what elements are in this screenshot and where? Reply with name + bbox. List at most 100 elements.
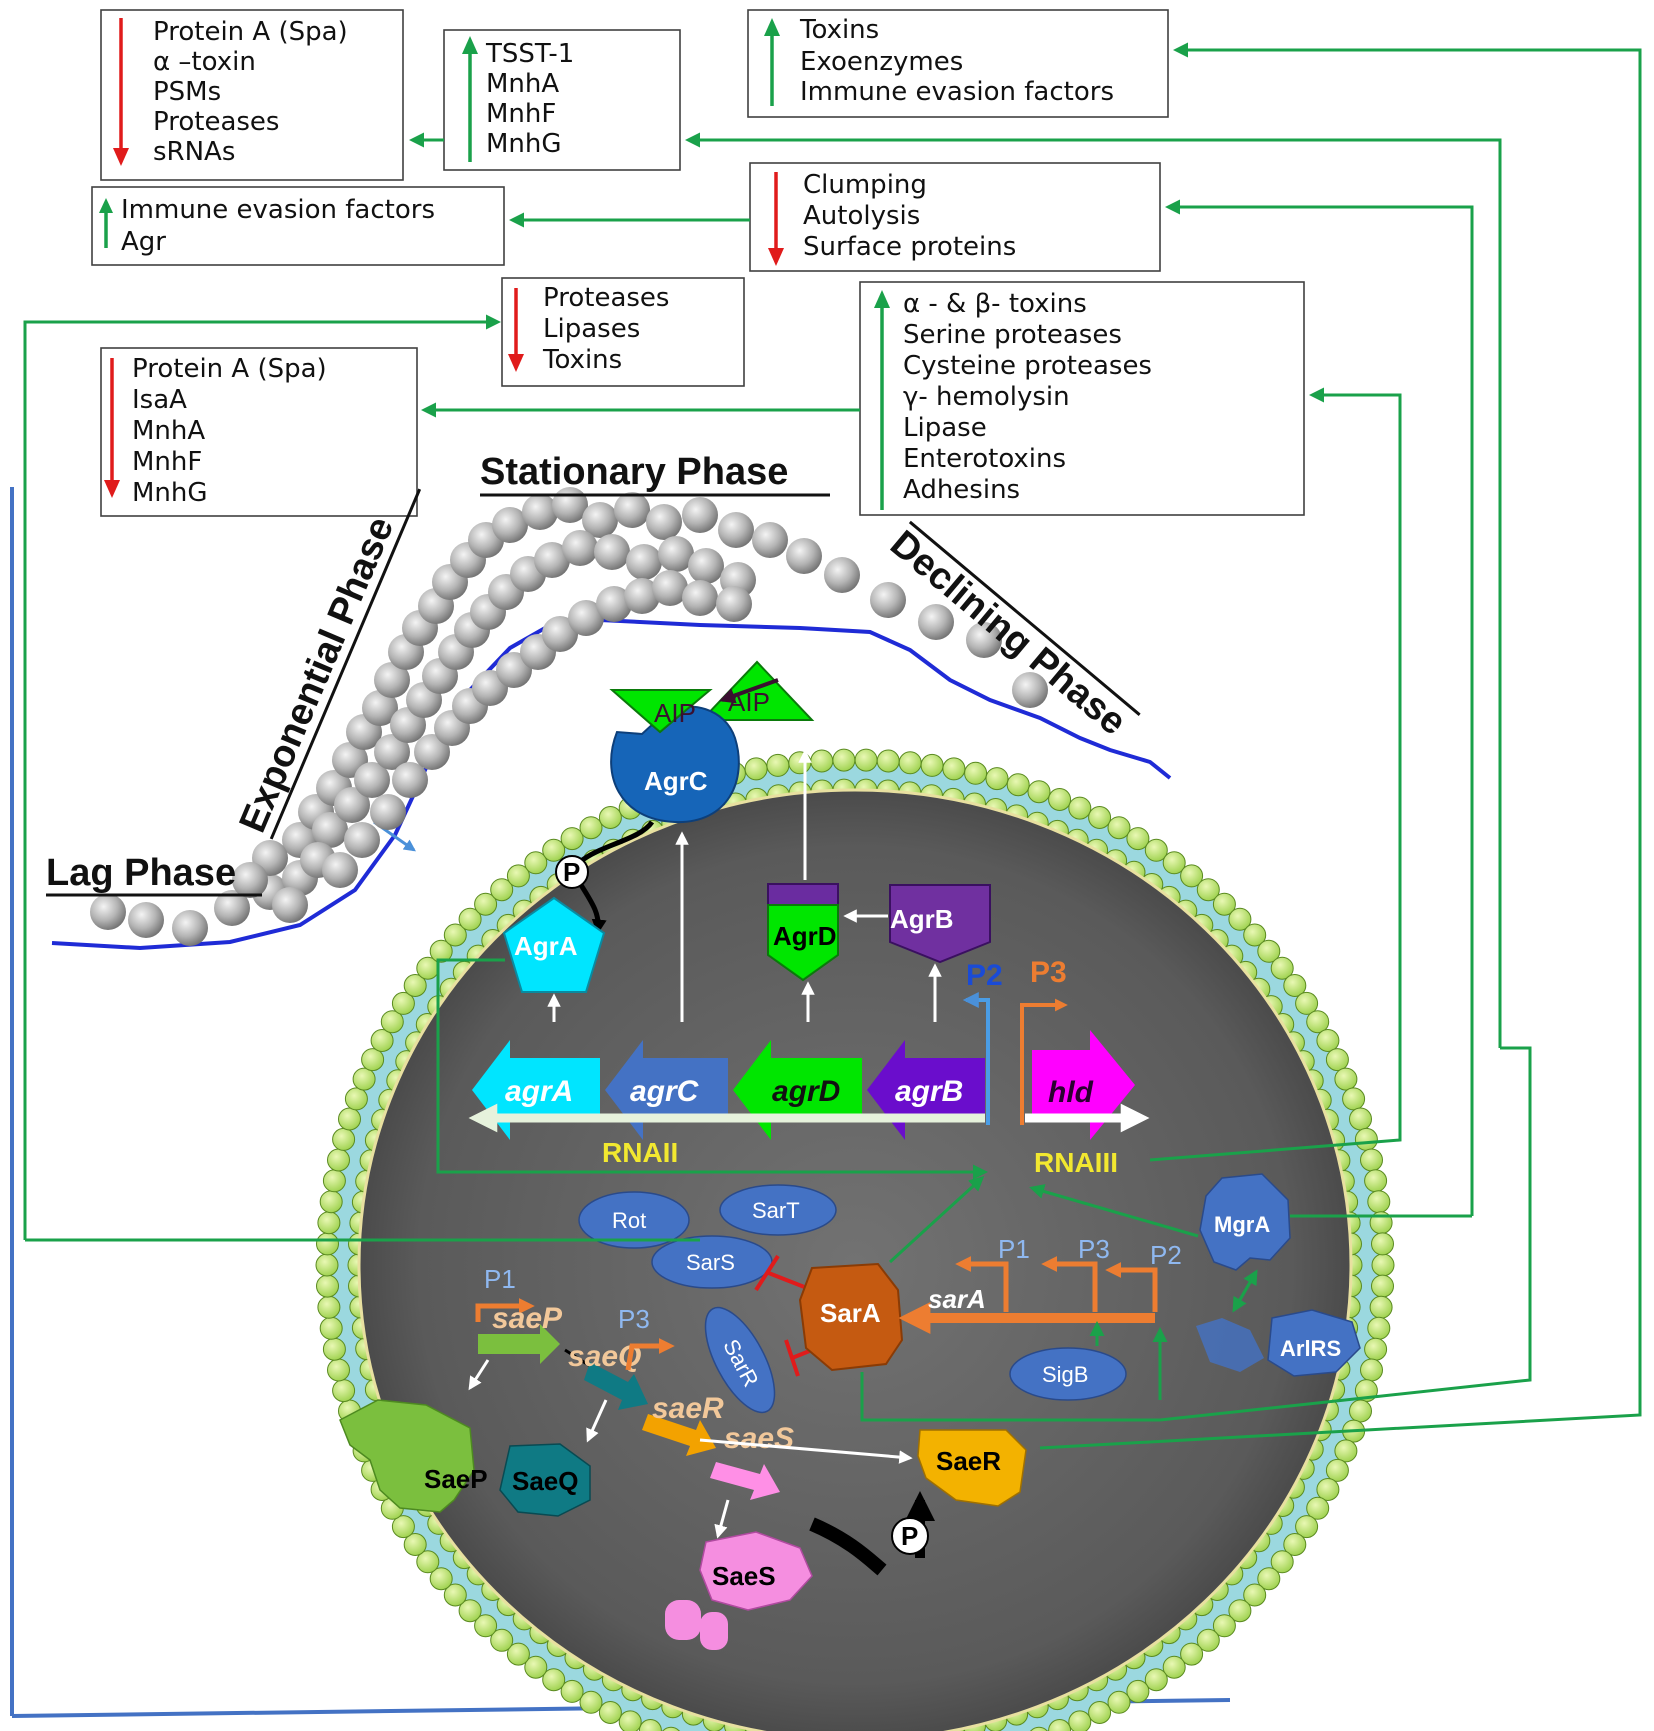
saeQ-translation-arrow [586, 1399, 608, 1443]
box-3-item: Toxins [799, 15, 879, 45]
box-3-item: Immune evasion factors [800, 77, 1114, 107]
box-7-item: γ- hemolysin [903, 382, 1070, 412]
box-8-item: Protein A (Spa) [132, 354, 327, 384]
saeR-translation-arrow [699, 1438, 913, 1464]
box-3-item: Exoenzymes [800, 47, 963, 77]
box-8-item: MnhA [132, 416, 205, 446]
sarA-regulation-line [860, 1372, 1160, 1422]
arlRS-label: ArlRS [1280, 1336, 1341, 1361]
saeQ-protein [499, 1443, 591, 1517]
sarA-promoter-p1: P1 [998, 1234, 1030, 1264]
promoter-p3-agr: P3 [1030, 956, 1067, 989]
aip-binding-arrow [718, 678, 779, 704]
box-5-item: Clumping [803, 170, 927, 200]
gene-saeR [642, 1414, 716, 1456]
gene-saeQ [584, 1362, 648, 1410]
gene-agrC-label: agrC [630, 1075, 700, 1108]
gene-hld [1032, 1030, 1135, 1140]
agrA-phospho-circle [555, 855, 589, 889]
box-6: Proteases Lipases Toxins [501, 277, 745, 387]
box-1-item: sRNAs [153, 137, 235, 167]
box-7-item: α - & β- toxins [903, 289, 1087, 319]
saeR-phospho-circle [891, 1517, 929, 1555]
box-7-item: Lipase [903, 413, 987, 443]
aip-bound-triangle [609, 689, 713, 734]
sarA-protein-label: SarA [820, 1298, 881, 1328]
box-4: Immune evasion factors Agr [91, 186, 505, 266]
gene-saeP-label: saeP [492, 1302, 563, 1335]
gene-agrD-label: agrD [772, 1075, 840, 1108]
phase-declining: Declining Phase [882, 523, 1134, 744]
sigB-label: SigB [1042, 1362, 1088, 1387]
gene-agrA-label: agrA [505, 1075, 573, 1108]
sarA-promoter-p3: P3 [1078, 1234, 1110, 1264]
saeQ-protein-label: SaeQ [512, 1466, 579, 1496]
growth-curve [51, 617, 1172, 951]
box-7-item: Enterotoxins [903, 444, 1066, 474]
agrB-protein-label: AgrB [890, 904, 954, 934]
box-7: α - & β- toxins Serine proteases Cystein… [859, 281, 1305, 516]
box-6-item: Toxins [542, 345, 622, 375]
sae-promoter-p3: P3 [618, 1304, 650, 1334]
box-1-item: PSMs [153, 77, 221, 107]
saeS-translation-arrow [714, 1499, 730, 1539]
promoter-p2-agr: P2 [966, 959, 1003, 992]
gene-saeP [478, 1324, 560, 1364]
box-1-item: α –toxin [153, 47, 256, 77]
phase-lag: Lag Phase [46, 852, 236, 894]
agrD-protein-label: AgrD [773, 921, 837, 951]
box-8-item: MnhF [132, 447, 202, 477]
box-2-item: MnhA [486, 69, 559, 99]
saeP-protein [339, 1399, 475, 1513]
cytoplasm [357, 788, 1353, 1731]
box-1: Protein A (Spa) α –toxin PSMs Proteases … [100, 9, 404, 181]
gene-saeS [710, 1462, 780, 1500]
saeP-protein-label: SaeP [424, 1464, 488, 1494]
agrA-phospho-label: P [563, 857, 580, 887]
agrD-protein [767, 904, 839, 982]
agrA-protein [502, 896, 606, 993]
box-5: Clumping Autolysis Surface proteins [749, 162, 1161, 272]
agrA-activation-line [436, 958, 988, 1180]
rnaII-label: RNAII [602, 1137, 678, 1168]
gene-saeS-label: saeS [724, 1422, 794, 1455]
sarA-gene-label: sarA [928, 1284, 986, 1314]
mgrA-label: MgrA [1214, 1212, 1270, 1237]
agrA-protein-label: AgrA [514, 931, 578, 961]
mgrA-regulator [1199, 1173, 1291, 1271]
saeP-translation-arrow [468, 1359, 490, 1391]
sarR-regulator [704, 1306, 776, 1414]
rot-regulator [578, 1191, 690, 1249]
sarA-out-line [1159, 1046, 1532, 1422]
box-2-item: MnhG [486, 129, 562, 159]
sarA-protein [798, 1262, 904, 1372]
sarA-activation-line [888, 1175, 985, 1264]
phase-stationary: Stationary Phase [480, 451, 788, 493]
sarS-label: SarS [686, 1250, 735, 1275]
box-5-item: Autolysis [803, 201, 920, 231]
rnaIII-to-box7 [1149, 387, 1402, 1162]
mgrA-to-box5 [1165, 199, 1474, 1216]
aip-bound-label: AIP [654, 698, 696, 728]
box-6-item: Lipases [543, 314, 640, 344]
box-5-item: Surface proteins [803, 232, 1016, 262]
box-2-item: MnhF [486, 99, 556, 129]
box-1-item: Protein A (Spa) [153, 17, 348, 47]
saeR-to-box3 [1039, 42, 1642, 1450]
box-8-item: IsaA [132, 385, 187, 415]
gene-saeR-label: saeR [652, 1392, 724, 1425]
rot-label: Rot [612, 1208, 646, 1233]
sarA-promoter-p2: P2 [1150, 1240, 1182, 1270]
box-7-item: Adhesins [903, 475, 1020, 505]
saeR-protein [917, 1429, 1027, 1507]
box-8: Protein A (Spa) IsaA MnhA MnhF MnhG [100, 347, 418, 517]
agrC-protein-label: AgrC [644, 766, 708, 796]
sarT-label: SarT [752, 1198, 800, 1223]
saeR-protein-label: SaeR [936, 1446, 1001, 1476]
sarT-regulator [719, 1184, 837, 1236]
saeS-protein [699, 1531, 813, 1611]
box-2: TSST-1 MnhA MnhF MnhG [443, 29, 681, 171]
gene-agrB-label: agrB [895, 1075, 963, 1108]
box-8-item: MnhG [132, 478, 208, 508]
